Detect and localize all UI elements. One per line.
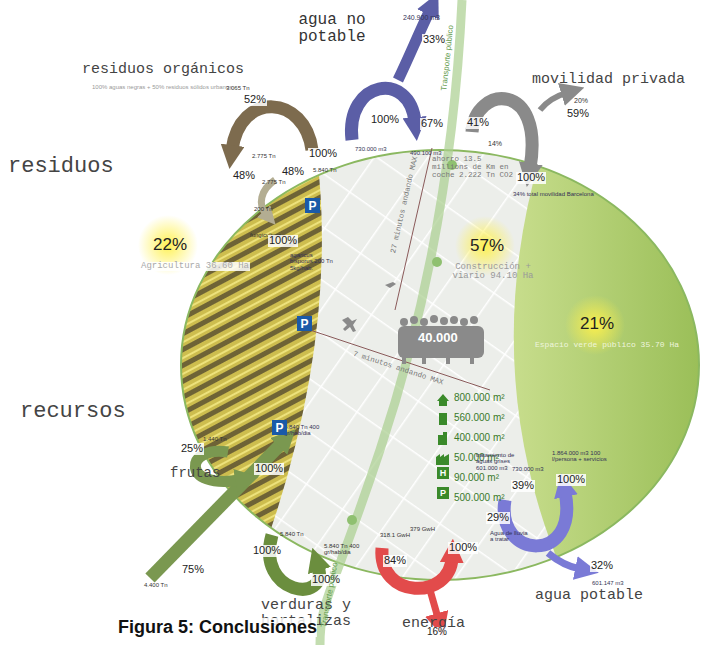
value-label: 33% — [422, 34, 446, 46]
value-label: 67% — [420, 118, 444, 130]
value-label: 100% — [252, 545, 282, 557]
sign-letter: P — [306, 199, 318, 213]
value-label: 52% — [243, 94, 267, 106]
sign-letter: P — [298, 317, 310, 331]
title-label: residuos — [8, 155, 114, 178]
value-label: 100% — [268, 235, 298, 247]
value-label: 32% — [590, 560, 614, 572]
parking-sign: P — [272, 420, 287, 435]
title-label: residuos orgánicos — [82, 62, 244, 78]
value-label: 100% — [448, 542, 478, 554]
value-label: 2.775 Tn — [262, 179, 286, 185]
title-label: Construcción + viario 94.10 Ha — [438, 263, 548, 282]
value-label: 100% — [254, 463, 284, 475]
value-label: 1.864.000 m3 100 l/persona + servicios — [552, 450, 614, 463]
value-label: agaricus bisporus 200 Tn 5kg/hab. — [290, 252, 334, 271]
value-label: 730.000 m3 — [512, 466, 544, 472]
value-label: 4.400 Tn — [144, 582, 168, 588]
value-label: 57% — [470, 237, 504, 255]
value-label: 5.840 Tn — [280, 531, 304, 537]
value-label: 200 Tn — [254, 206, 273, 212]
use-icons — [436, 394, 449, 465]
value-label: 20% — [574, 97, 588, 104]
crowd — [342, 282, 484, 364]
title-label: Espacio verde público 35.70 Ha — [535, 341, 679, 349]
value-label: 100% — [516, 172, 546, 184]
value-label: 400.000 m² — [454, 433, 505, 444]
sign-letter: P — [273, 421, 285, 435]
value-label: 29% — [486, 512, 510, 524]
sign-letter: H — [438, 468, 449, 478]
value-label: 90.000 m² — [454, 473, 499, 484]
transport-line — [320, 0, 462, 645]
title-label: movilidad privada — [532, 72, 685, 88]
parking-sign: P — [297, 316, 312, 331]
value-label: 3.065 Tn — [226, 85, 250, 91]
value-label: 500.000 m² — [454, 493, 505, 504]
value-label: 601.147 m3 — [592, 580, 624, 586]
value-label: 16% — [426, 627, 448, 638]
value-label: 560.000 m² — [454, 413, 505, 424]
value-label: 21% — [580, 315, 614, 333]
value-label: 22% — [153, 236, 187, 254]
value-label: 59% — [566, 108, 590, 120]
value-label: 240.900 m3 — [403, 14, 440, 21]
value-label: 48% — [232, 170, 256, 182]
value-label: 25% — [180, 443, 204, 455]
value-label: Agua de lluvia a tratar — [490, 530, 528, 543]
title-label: frutas — [170, 466, 220, 481]
value-label: 100% — [370, 114, 400, 126]
value-label: 84% — [383, 555, 407, 567]
value-label: 800.000 m² — [454, 393, 505, 404]
value-label: 39% — [511, 480, 535, 492]
title-label: Agricultura 36.60 Ha — [140, 262, 250, 271]
value-label: 14% — [488, 140, 502, 147]
sign-letter: P — [438, 488, 448, 498]
title-label: recursos — [20, 400, 126, 423]
title-label: ahorro 13.5 millions de Km en coche 2.22… — [432, 156, 514, 180]
value-label: 5.840 Tn 400 gr/hab/dia — [324, 543, 362, 556]
value-label: 41% — [466, 117, 490, 129]
title-label: agua no potable — [292, 12, 372, 46]
value-label: 100% — [556, 474, 586, 486]
parking-sign: P — [305, 198, 320, 213]
value-label: 5.840 Tn 400 gr/hab/dia — [284, 424, 322, 437]
value-label: 75% — [181, 564, 205, 576]
value-label: 379 GwH — [410, 526, 435, 532]
value-label: 318.1 GwH — [380, 532, 410, 538]
value-label: 730.000 m3 — [355, 146, 387, 152]
title-label: agua potable — [535, 588, 643, 604]
value-label: 48% — [281, 166, 305, 178]
value-label: 1.440 Tn — [203, 436, 227, 442]
value-label: 2.775 Tn — [252, 153, 276, 159]
parking-sign: H — [437, 467, 449, 479]
value-label: 100% — [308, 148, 338, 160]
value-label: 5.840 Tn — [313, 167, 337, 173]
value-label: 34% total movilidad Barcelona — [513, 191, 594, 197]
figure-caption: Figura 5: Conclusiones — [118, 618, 317, 637]
value-label: 40.000 — [418, 331, 458, 345]
parking-sign: P — [437, 487, 449, 499]
value-label: 100% aguas negras + 50% residuos sólidos… — [92, 84, 232, 90]
